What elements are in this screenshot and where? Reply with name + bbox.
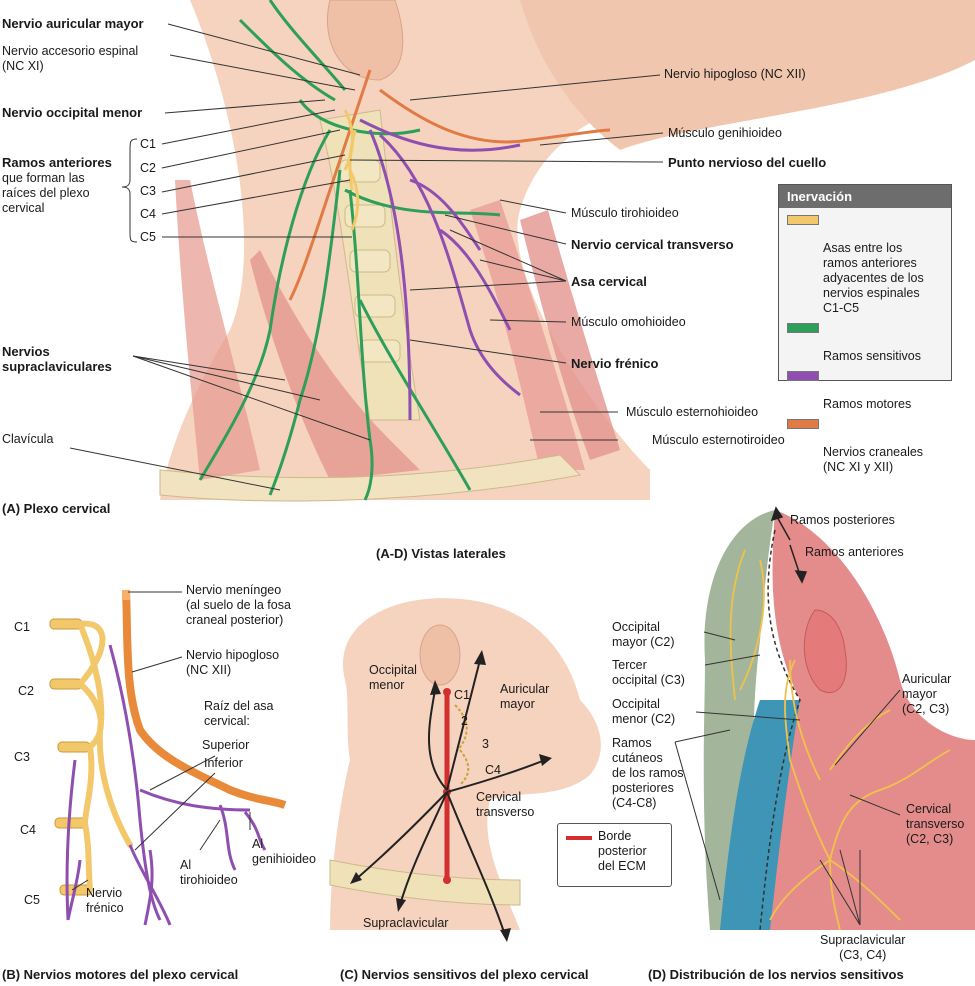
- label-raiz-superior: Superior: [202, 738, 250, 752]
- label-nervio-auricular-mayor: Nervio auricular mayor: [2, 16, 144, 31]
- label-musculo-omohioideo: Músculo omohioideo: [571, 315, 686, 329]
- label-musculo-esternotiroideo: Músculo esternotiroideo: [652, 433, 785, 447]
- innervation-legend: Inervación Asas entre los ramos anterior…: [778, 184, 952, 474]
- label-c-2: 2: [461, 714, 468, 728]
- ecm-key-label: Borde posterior del ECM: [598, 829, 647, 873]
- panel-b-illustration: [49, 589, 287, 926]
- label-d-occipital-menor: Occipital menor (C2): [612, 697, 676, 726]
- label-c-occipital-menor: Occipital menor: [369, 663, 417, 692]
- legend-swatch-asas: [787, 215, 819, 225]
- legend-item-asas: Asas entre los ramos anteriores adyacent…: [779, 211, 951, 316]
- label-raiz-asa-cervical: Raíz del asa cervical:: [204, 699, 274, 728]
- label-ramos-posteriores: Ramos posteriores: [790, 513, 895, 527]
- label-a-c4: C4: [140, 207, 156, 221]
- label-b-c3: C3: [14, 750, 30, 764]
- ecm-border-key: Borde posterior del ECM: [557, 823, 672, 887]
- label-al-genihioideo: Al genihioideo: [252, 837, 316, 866]
- label-ramos-anteriores-desc: que forman las raíces del plexo cervical: [2, 171, 90, 215]
- label-c-supraclavicular: Supraclavicular: [363, 916, 449, 930]
- label-ramos-anteriores: Ramos anteriores: [2, 155, 112, 170]
- label-nervios-supraclaviculares: Nervios supraclaviculares: [2, 344, 112, 374]
- label-nervio-frenico: Nervio frénico: [571, 356, 659, 371]
- label-nervio-occipital-menor: Nervio occipital menor: [2, 105, 143, 120]
- label-al-tirohioideo: Al tirohioideo: [180, 858, 238, 887]
- ecm-key-swatch: [566, 836, 592, 840]
- label-nervio-cervical-transverso: Nervio cervical transverso: [571, 237, 734, 252]
- legend-item-sensitivos: Ramos sensitivos: [779, 319, 951, 364]
- label-a-c1: C1: [140, 137, 156, 151]
- legend-label-craneales: Nervios craneales (NC XI y XII): [823, 445, 924, 474]
- label-a-c2: C2: [140, 161, 156, 175]
- label-nervio-accesorio-espinal: Nervio accesorio espinal (NC XI): [2, 44, 139, 73]
- legend-item-craneales: Nervios craneales (NC XI y XII): [779, 415, 951, 475]
- label-c-auricular-mayor: Auricular mayor: [500, 682, 550, 711]
- label-nervio-hipogloso: Nervio hipogloso (NC XII): [664, 67, 806, 81]
- label-nervio-meningeo: Nervio meníngeo (al suelo de la fosa cra…: [186, 583, 291, 627]
- caption-panel-c: (C) Nervios sensitivos del plexo cervica…: [340, 967, 589, 982]
- caption-panel-a: (A) Plexo cervical: [2, 501, 111, 516]
- label-c-c1: C1: [454, 688, 470, 702]
- caption-panel-d: (D) Distribución de los nervios sensitiv…: [648, 967, 904, 982]
- label-d-tercer-occipital: Tercer occipital (C3): [612, 658, 685, 687]
- panel-c-illustration: [329, 598, 601, 942]
- label-ramos-anteriores-d: Ramos anteriores: [805, 545, 904, 559]
- label-c-c4: C4: [485, 763, 501, 777]
- legend-swatch-motores: [787, 371, 819, 381]
- label-b-c2: C2: [18, 684, 34, 698]
- label-b-c5: C5: [24, 893, 40, 907]
- label-musculo-esternohioideo: Músculo esternohioideo: [626, 405, 759, 419]
- label-d-auricular-mayor: Auricular mayor (C2, C3): [902, 672, 952, 716]
- panel-a-illustration: [69, 0, 975, 502]
- label-b-nervio-frenico: Nervio frénico: [86, 886, 124, 915]
- legend-swatch-craneales: [787, 419, 819, 429]
- label-b-c4: C4: [20, 823, 36, 837]
- label-d-ramos-cutaneos: Ramos cutáneos de los ramos posteriores …: [612, 736, 684, 810]
- label-b-nervio-hipogloso: Nervio hipogloso (NC XII): [186, 648, 280, 677]
- label-d-supraclavicular: Supraclavicular (C3, C4): [820, 933, 906, 962]
- caption-panel-b: (B) Nervios motores del plexo cervical: [2, 967, 239, 982]
- label-c-cervical-transverso: Cervical transverso: [476, 790, 535, 819]
- label-a-c3: C3: [140, 184, 156, 198]
- legend-label-sensitivos: Ramos sensitivos: [823, 349, 921, 363]
- legend-title: Inervación: [779, 185, 951, 208]
- label-punto-nervioso: Punto nervioso del cuello: [668, 155, 827, 170]
- legend-item-motores: Ramos motores: [779, 367, 951, 412]
- label-d-occipital-mayor: Occipital mayor (C2): [612, 620, 675, 649]
- panel-d-illustration: [674, 506, 975, 931]
- label-musculo-tirohioideo: Músculo tirohioideo: [571, 206, 679, 220]
- legend-label-asas: Asas entre los ramos anteriores adyacent…: [823, 241, 924, 315]
- label-c-3: 3: [482, 737, 489, 751]
- label-b-c1: C1: [14, 620, 30, 634]
- label-raiz-inferior: Inferior: [204, 756, 243, 770]
- legend-label-motores: Ramos motores: [823, 397, 912, 411]
- label-a-c5: C5: [140, 230, 156, 244]
- label-asa-cervical: Asa cervical: [571, 274, 647, 289]
- label-clavicula: Clavícula: [2, 432, 54, 446]
- legend-swatch-sensitivos: [787, 323, 819, 333]
- label-d-cervical-transverso: Cervical transverso (C2, C3): [906, 802, 965, 846]
- caption-views: (A-D) Vistas laterales: [376, 546, 506, 561]
- label-musculo-genihioideo: Músculo genihioideo: [668, 126, 782, 140]
